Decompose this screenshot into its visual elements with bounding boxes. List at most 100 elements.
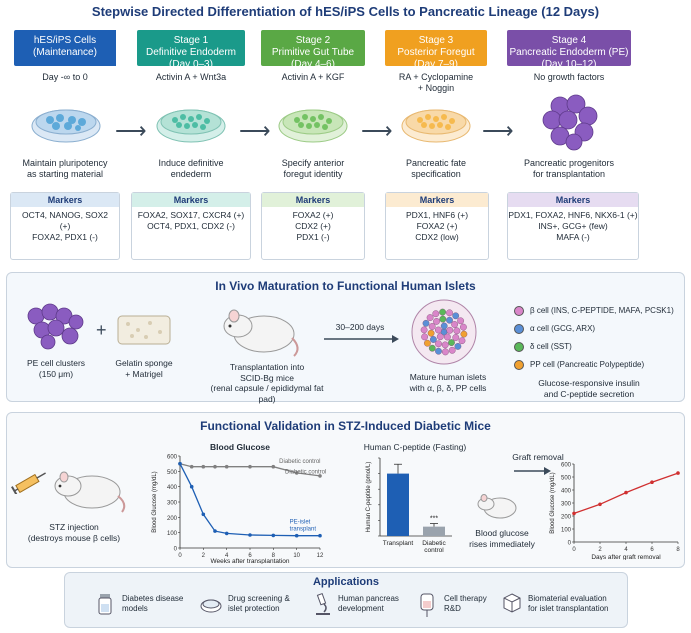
stage-0-header: hES/iPS Cells (Maintenance) bbox=[14, 30, 116, 66]
stage-3-sub: Posterior Foregut bbox=[397, 47, 475, 58]
stage-1-days: (Day 0–3) bbox=[169, 59, 213, 70]
legend-beta: β cell (INS, C-PEPTIDE, MAFA, PCSK1) bbox=[514, 306, 674, 316]
x-tick-label: 8 bbox=[272, 553, 276, 559]
stage-0-desc-1: Maintain pluripotency bbox=[22, 158, 108, 168]
y-tick-label: 100 bbox=[561, 528, 572, 534]
data-point bbox=[224, 464, 229, 469]
rise-label-1: Blood glucose bbox=[475, 528, 529, 538]
markers-header: Markers bbox=[11, 193, 119, 207]
transplant-label-3: (renal capsule / epididymal fat pad) bbox=[210, 383, 324, 404]
y-tick-label: 0 bbox=[174, 547, 178, 553]
stage-1-dish-icon bbox=[156, 109, 226, 143]
marker-line: OCT4, PDX1, CDX2 (-) bbox=[147, 221, 235, 231]
app-0-line-1: Diabetes disease bbox=[122, 594, 184, 603]
syringe-icon bbox=[11, 472, 46, 494]
islet-cell bbox=[432, 310, 440, 318]
x-tick-label: Diabetic bbox=[422, 540, 446, 547]
y-tick-label: 300 bbox=[561, 502, 572, 508]
legend-delta-label: δ cell (SST) bbox=[530, 342, 572, 352]
stage-2-markers: Markers FOXA2 (+) CDX2 (+) PDX1 (-) bbox=[261, 192, 365, 260]
islet-label-1: Mature human islets bbox=[409, 372, 487, 382]
stage-0-name: hES/iPS Cells bbox=[33, 35, 97, 46]
y-tick-label: 500 bbox=[561, 476, 572, 482]
stage-0-sub: (Maintenance) bbox=[33, 47, 97, 58]
app-1-line-1: Drug screening & bbox=[228, 594, 290, 603]
marker-line: OCT4, NANOG, SOX2 bbox=[22, 210, 108, 220]
islet-cell bbox=[434, 326, 442, 334]
stage-3-dish-icon bbox=[401, 109, 471, 143]
stz-label: STZ injection (destroys mouse β cells) bbox=[14, 522, 134, 543]
stage-4-markers: Markers PDX1, FOXA2, HNF6, NKX6-1 (+) IN… bbox=[507, 192, 639, 260]
islet-cell bbox=[439, 308, 446, 316]
dish-icon bbox=[200, 599, 222, 613]
y-axis-label: Blood Glucose (mg/dL) bbox=[152, 471, 158, 532]
gelatin-label: Gelatin sponge + Matrigel bbox=[104, 358, 184, 379]
legend-alpha: α cell (GCG, ARX) bbox=[514, 324, 595, 334]
data-point bbox=[572, 511, 576, 516]
islet-cell bbox=[441, 341, 449, 349]
app-3-line-2: R&D bbox=[444, 604, 461, 613]
marker-line: PDX1, HNF6 (+) bbox=[405, 210, 469, 220]
duration-arrow-icon bbox=[324, 335, 399, 343]
beta-cell-dot-icon bbox=[514, 306, 524, 316]
mouse-icon bbox=[223, 309, 299, 357]
y-tick-label: 200 bbox=[561, 515, 572, 521]
y-tick-label: 0 bbox=[568, 541, 572, 547]
delta-cell-dot-icon bbox=[514, 342, 524, 352]
islet-cell bbox=[458, 337, 466, 345]
markers-header: Markers bbox=[132, 193, 250, 207]
pe-cluster-label-2: (150 μm) bbox=[38, 368, 74, 379]
arrow-2-3-icon: ⟶ bbox=[361, 118, 393, 143]
arrow-0-1-icon: ⟶ bbox=[115, 118, 147, 143]
y-tick-label: 600 bbox=[167, 455, 178, 461]
islet-cell bbox=[446, 309, 453, 317]
y-tick-label: 500 bbox=[167, 470, 178, 476]
data-point bbox=[650, 480, 654, 484]
stage-0-markers: Markers OCT4, NANOG, SOX2 (+) FOXA2, PDX… bbox=[10, 192, 120, 260]
islet-cell bbox=[460, 323, 467, 331]
stage-1-desc-2: endederm bbox=[170, 169, 212, 179]
stage-2-days: (Day 4–6) bbox=[291, 59, 335, 70]
stage-0-dish-icon bbox=[31, 109, 101, 143]
x-tick-label: 2 bbox=[598, 547, 602, 553]
stage-1-desc-1: Induce definitive bbox=[158, 158, 224, 168]
x-tick-label: 12 bbox=[317, 553, 324, 559]
stage-4-desc-2: for transplantation bbox=[532, 169, 606, 179]
x-tick-label: 2 bbox=[202, 553, 206, 559]
islet-cell bbox=[428, 323, 436, 330]
data-point bbox=[294, 471, 299, 475]
marker-line: (+) bbox=[59, 221, 71, 231]
islet-cell bbox=[422, 319, 430, 327]
stage-3-days: (Day 7–9) bbox=[414, 59, 458, 70]
series-legend-label: Diabetic control bbox=[285, 470, 326, 476]
marker-line: FOXA2 (+) bbox=[292, 210, 334, 220]
stage-3-factors: RA + Cyclopamine + Noggin bbox=[385, 72, 487, 94]
y-tick-label: 400 bbox=[167, 485, 178, 491]
data-point bbox=[201, 512, 206, 517]
islet-cell bbox=[421, 333, 429, 341]
plus-icon: + bbox=[96, 320, 107, 340]
stage-0-factors: Day -∞ to 0 bbox=[42, 72, 88, 82]
stz-mouse-icon bbox=[54, 471, 126, 513]
invivo-title: In Vivo Maturation to Functional Human I… bbox=[215, 279, 476, 293]
cube-icon bbox=[503, 593, 521, 613]
stage-4-name: Stage 4 bbox=[551, 35, 587, 46]
iv-bag-icon bbox=[420, 593, 434, 617]
stage-4-header: Stage 4 Pancreatic Endoderm (PE) (Day 10… bbox=[507, 30, 631, 70]
transplant-label-2: SCID-Bg mice bbox=[240, 372, 294, 383]
bar bbox=[387, 473, 409, 536]
app-3-line-1: Cell therapy bbox=[444, 594, 487, 603]
x-tick-label: 10 bbox=[293, 553, 300, 559]
stage-4-days: (Day 10–12) bbox=[541, 59, 597, 70]
islet-cell bbox=[435, 347, 442, 355]
marker-line: FOXA2, SOX17, CXCR4 (+) bbox=[137, 210, 245, 220]
stage-1-sub: Definitive Endoderm bbox=[145, 47, 237, 58]
y-tick-label: 600 bbox=[561, 463, 572, 469]
data-point bbox=[178, 461, 182, 466]
islet-cell bbox=[426, 314, 434, 321]
stage-2-desc-2: foregut identity bbox=[283, 169, 343, 179]
